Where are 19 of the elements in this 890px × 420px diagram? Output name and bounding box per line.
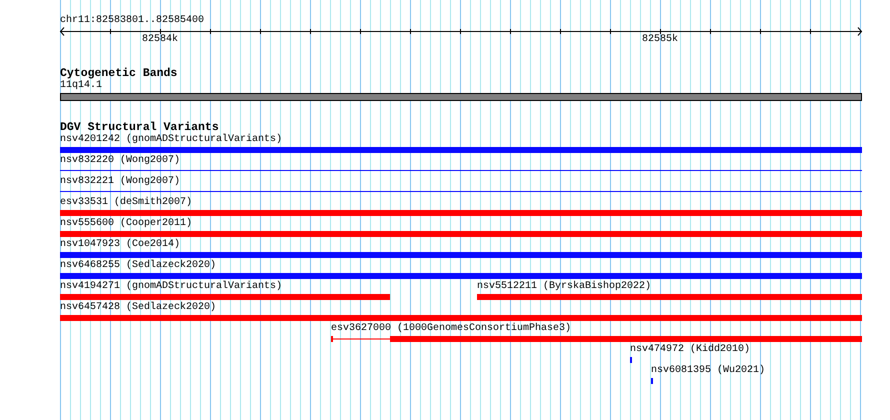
feature-label: nsv1047923 (Coe2014) [60,239,180,251]
track-title: Cytogenetic Bands [60,67,178,80]
tick-label: 82585k [642,34,678,46]
tick-label: 82584k [142,34,178,46]
locus-label: chr11:82583801..82585400 [60,15,204,27]
feature-label: esv33531 (deSmith2007) [60,197,192,209]
feature-label: esv3627000 (1000GenomesConsortiumPhase3) [331,323,572,335]
feature-label: nsv6457428 (Sedlazeck2020) [60,302,216,314]
feature-label: nsv6081395 (Wu2021) [651,365,766,377]
feature-label: nsv832221 (Wong2007) [60,176,180,188]
feature-label: nsv474972 (Kidd2010) [630,344,750,356]
feature-label: nsv555600 (Cooper2011) [60,218,192,230]
band-label: 11q14.1 [60,80,102,92]
track-title: DGV Structural Variants [60,121,219,134]
feature-label: nsv4201242 (gnomADStructuralVariants) [60,134,282,146]
feature-label: nsv5512211 (ByrskaBishop2022) [477,281,652,293]
feature-label: nsv6468255 (Sedlazeck2020) [60,260,216,272]
feature-label: nsv832220 (Wong2007) [60,155,180,167]
feature-label: nsv4194271 (gnomADStructuralVariants) [60,281,282,293]
